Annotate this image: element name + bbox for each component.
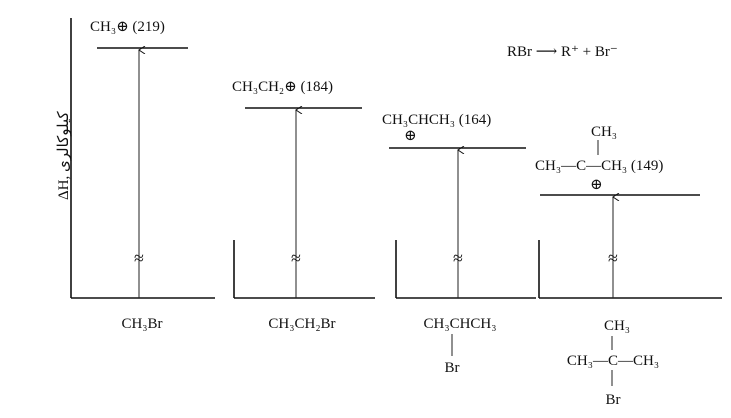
cation-charge: ⊕ <box>590 177 603 193</box>
axis-break-icon: ≈ <box>608 248 618 268</box>
cation-charge: ⊕ <box>404 128 417 144</box>
reaction-equation: RBr ⟶ R⁺ + Br⁻ <box>507 44 618 60</box>
axis-break-icon: ≈ <box>134 248 144 268</box>
reactant-label: CH₃—C—CH₃ <box>567 353 659 369</box>
reactant-label: CH₃Br <box>121 316 162 332</box>
axis-break-icon: ≈ <box>291 248 301 268</box>
cation-top-group: CH₃ <box>591 124 617 140</box>
axis-break-icon: ≈ <box>453 248 463 268</box>
cation-label: CH₃CH₂⊕ (184) <box>232 79 333 95</box>
panel-isopropyl-bromide: ≈ CH₃CHCH₃ (164) ⊕ CH₃CHCH₃ Br <box>382 112 536 376</box>
reactant-substituent: Br <box>445 360 460 376</box>
cation-label: CH₃—C—CH₃ (149) <box>535 158 663 174</box>
reactant-substituent: Br <box>606 392 621 408</box>
reactant-label: CH₃CH₂Br <box>268 316 335 332</box>
cation-label: CH₃CHCH₃ (164) <box>382 112 491 128</box>
panel-ch3ch2br: ≈ CH₃CH₂⊕ (184) CH₃CH₂Br <box>232 79 375 332</box>
reactant-label: CH₃CHCH₃ <box>424 316 497 332</box>
panel-ch3br: ≈ CH₃⊕ (219) CH₃Br <box>70 18 215 332</box>
y-axis-label: ΔH, کیلوکالری <box>56 110 72 200</box>
reactant-top-group: CH₃ <box>604 318 630 334</box>
panel-tert-butyl-bromide: ≈ CH₃ CH₃—C—CH₃ (149) ⊕ CH₃ CH₃—C—CH₃ Br <box>535 124 722 408</box>
cation-label: CH₃⊕ (219) <box>90 19 165 35</box>
